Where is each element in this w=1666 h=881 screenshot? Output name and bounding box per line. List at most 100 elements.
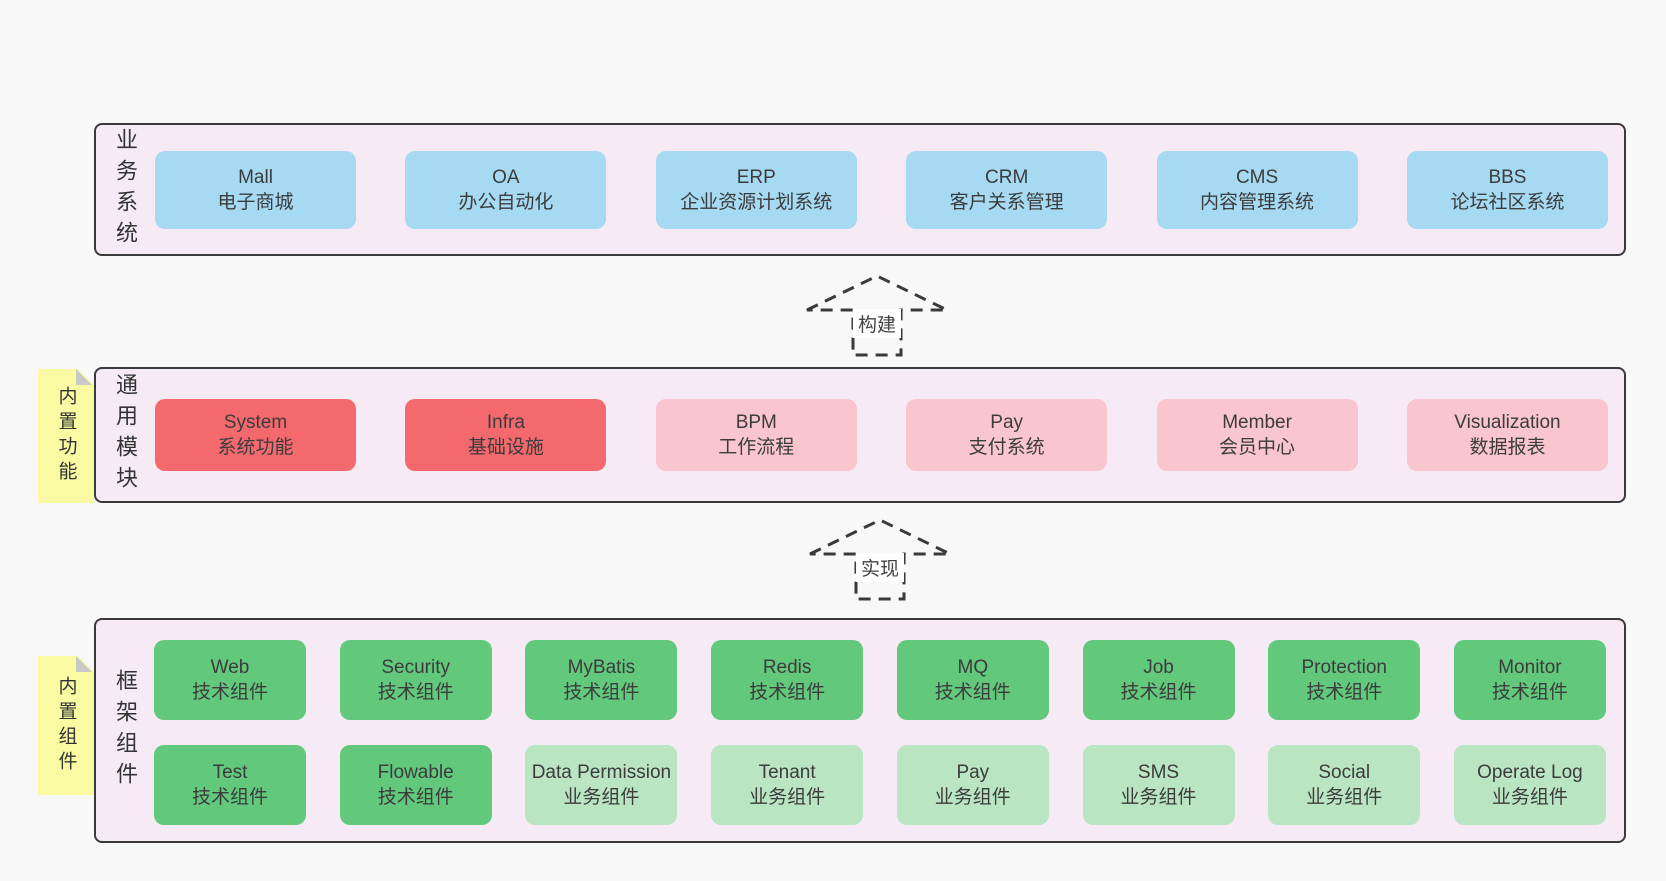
module-subtitle: 数据报表 bbox=[1469, 437, 1546, 458]
band-common-modules: 通用模块 System 系统功能 Infra 基础设施 BPM 工作流程 Pay… bbox=[94, 367, 1626, 503]
module-subtitle: 支付系统 bbox=[968, 437, 1045, 458]
component-box-data-permission: Data Permission 业务组件 bbox=[525, 745, 678, 825]
module-subtitle: 业务组件 bbox=[1306, 787, 1383, 808]
module-subtitle: 电子商城 bbox=[217, 191, 294, 213]
module-subtitle: 办公自动化 bbox=[458, 191, 554, 213]
module-subtitle: 技术组件 bbox=[1491, 682, 1568, 703]
module-subtitle: 技术组件 bbox=[1120, 682, 1197, 703]
framework-boxes-row-2: Test 技术组件 Flowable 技术组件 Data Permission … bbox=[154, 745, 1606, 825]
component-box-mybatis: MyBatis 技术组件 bbox=[525, 640, 678, 720]
module-subtitle: 技术组件 bbox=[934, 682, 1011, 703]
module-title: BPM bbox=[735, 412, 777, 433]
module-subtitle: 企业资源计划系统 bbox=[680, 191, 833, 213]
component-box-mq: MQ 技术组件 bbox=[896, 640, 1049, 720]
module-title: Pay bbox=[956, 762, 990, 783]
sticky-note-built-in-features: 内置功能 bbox=[38, 369, 94, 503]
module-title: Visualization bbox=[1454, 412, 1561, 433]
module-title: Flowable bbox=[377, 762, 454, 783]
module-subtitle: 业务组件 bbox=[1491, 787, 1568, 808]
module-subtitle: 技术组件 bbox=[749, 682, 826, 703]
component-box-tenant: Tenant 业务组件 bbox=[711, 745, 864, 825]
module-box-member: Member 会员中心 bbox=[1156, 399, 1358, 471]
band-label-framework-components: 框架组件 bbox=[113, 668, 138, 793]
band-label-business-systems: 业务系统 bbox=[113, 127, 138, 252]
folded-corner-icon bbox=[76, 369, 92, 385]
module-title: Web bbox=[210, 657, 250, 678]
arrow-label-implement: 实现 bbox=[855, 553, 905, 582]
component-box-security: Security 技术组件 bbox=[339, 640, 492, 720]
component-box-protection: Protection 技术组件 bbox=[1268, 640, 1421, 720]
arrow-build: 构建 bbox=[797, 273, 957, 359]
module-title: Data Permission bbox=[531, 762, 672, 783]
module-title: CRM bbox=[985, 166, 1029, 188]
module-box-pay: Pay 支付系统 bbox=[906, 399, 1108, 471]
component-box-operate-log: Operate Log 业务组件 bbox=[1453, 745, 1606, 825]
module-subtitle: 系统功能 bbox=[217, 437, 294, 458]
module-title: Protection bbox=[1301, 657, 1387, 678]
module-subtitle: 论坛社区系统 bbox=[1450, 191, 1565, 213]
module-title: Redis bbox=[762, 657, 812, 678]
module-subtitle: 工作流程 bbox=[718, 437, 795, 458]
module-subtitle: 业务组件 bbox=[749, 787, 826, 808]
business-boxes-row: Mall 电子商城 OA 办公自动化 ERP 企业资源计划系统 CRM 客户关系… bbox=[155, 125, 1608, 254]
module-box-bbs: BBS 论坛社区系统 bbox=[1406, 150, 1608, 229]
component-box-web: Web 技术组件 bbox=[154, 640, 306, 720]
module-subtitle: 技术组件 bbox=[191, 787, 268, 808]
module-subtitle: 会员中心 bbox=[1219, 437, 1296, 458]
folded-corner-icon bbox=[76, 656, 92, 672]
arrow-label-build: 构建 bbox=[852, 309, 902, 338]
component-box-flowable: Flowable 技术组件 bbox=[339, 745, 492, 825]
module-title: Operate Log bbox=[1477, 762, 1583, 783]
module-box-system: System 系统功能 bbox=[155, 399, 356, 471]
module-box-erp: ERP 企业资源计划系统 bbox=[655, 150, 857, 229]
module-title: Member bbox=[1222, 412, 1292, 433]
module-title: MQ bbox=[957, 657, 989, 678]
module-box-cms: CMS 内容管理系统 bbox=[1156, 150, 1358, 229]
module-title: Infra bbox=[486, 412, 525, 433]
module-subtitle: 技术组件 bbox=[1306, 682, 1383, 703]
module-title: Job bbox=[1143, 657, 1174, 678]
component-box-monitor: Monitor 技术组件 bbox=[1453, 640, 1606, 720]
module-title: BBS bbox=[1488, 166, 1527, 188]
module-box-bpm: BPM 工作流程 bbox=[655, 399, 857, 471]
module-subtitle: 技术组件 bbox=[563, 682, 640, 703]
component-box-job: Job 技术组件 bbox=[1082, 640, 1235, 720]
module-subtitle: 技术组件 bbox=[191, 682, 268, 703]
sticky-note-built-in-components: 内置组件 bbox=[38, 656, 94, 795]
module-title: System bbox=[223, 412, 288, 433]
component-box-social: Social 业务组件 bbox=[1268, 745, 1421, 825]
module-subtitle: 客户关系管理 bbox=[949, 191, 1064, 213]
module-subtitle: 业务组件 bbox=[934, 787, 1011, 808]
module-box-infra: Infra 基础设施 bbox=[405, 399, 607, 471]
component-box-test: Test 技术组件 bbox=[154, 745, 306, 825]
module-subtitle: 业务组件 bbox=[1120, 787, 1197, 808]
module-title: Mall bbox=[238, 166, 273, 188]
module-box-oa: OA 办公自动化 bbox=[405, 150, 607, 229]
module-title: Monitor bbox=[1498, 657, 1562, 678]
module-title: Pay bbox=[990, 412, 1024, 433]
module-box-mall: Mall 电子商城 bbox=[155, 150, 356, 229]
module-title: CMS bbox=[1235, 166, 1279, 188]
module-title: SMS bbox=[1137, 762, 1180, 783]
module-subtitle: 业务组件 bbox=[563, 787, 640, 808]
sticky-note-text: 内置功能 bbox=[55, 386, 77, 486]
module-title: Security bbox=[381, 657, 451, 678]
common-module-boxes-row: System 系统功能 Infra 基础设施 BPM 工作流程 Pay 支付系统… bbox=[155, 369, 1608, 501]
module-title: MyBatis bbox=[567, 657, 636, 678]
component-box-redis: Redis 技术组件 bbox=[711, 640, 864, 720]
band-business-systems: 业务系统 Mall 电子商城 OA 办公自动化 ERP 企业资源计划系统 CRM… bbox=[94, 123, 1626, 256]
band-framework-components: 框架组件 Web 技术组件 Security 技术组件 MyBatis 技术组件… bbox=[94, 618, 1626, 843]
arrow-implement: 实现 bbox=[800, 517, 960, 603]
module-title: ERP bbox=[736, 166, 776, 188]
module-title: Social bbox=[1318, 762, 1371, 783]
module-title: Tenant bbox=[758, 762, 816, 783]
module-title: OA bbox=[492, 166, 520, 188]
sticky-note-text: 内置组件 bbox=[55, 675, 77, 776]
module-subtitle: 技术组件 bbox=[377, 787, 454, 808]
component-box-pay: Pay 业务组件 bbox=[896, 745, 1049, 825]
module-subtitle: 内容管理系统 bbox=[1200, 191, 1315, 213]
module-box-visualization: Visualization 数据报表 bbox=[1406, 399, 1608, 471]
component-box-sms: SMS 业务组件 bbox=[1082, 745, 1235, 825]
module-title: Test bbox=[212, 762, 248, 783]
